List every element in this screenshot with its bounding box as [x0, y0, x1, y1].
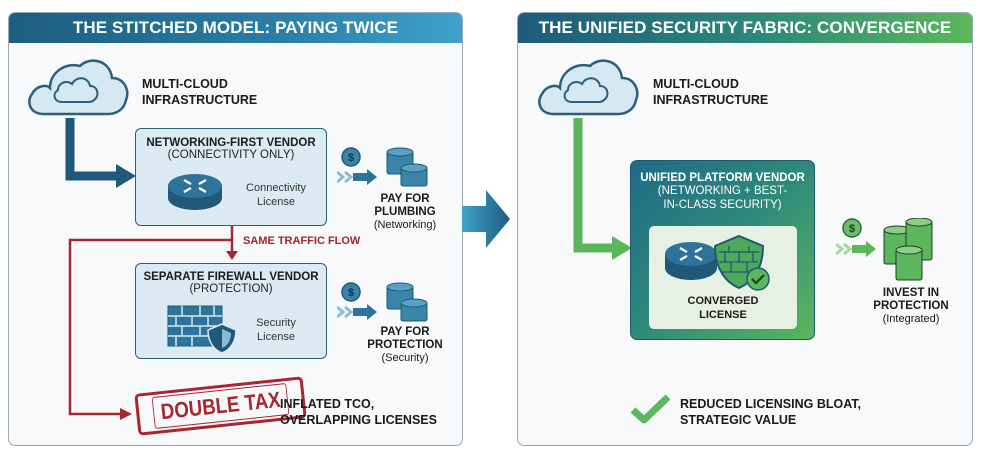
unified-outcome-label: REDUCED LICENSING BLOAT, STRATEGIC VALUE	[680, 396, 861, 428]
pay2-line1: PAY FOR	[380, 326, 430, 338]
cloud-label: MULTI-CLOUD INFRASTRUCTURE	[142, 76, 257, 108]
router-icon	[168, 174, 222, 210]
unified-vendor-subtitle-2: IN-CLASS SECURITY)	[663, 199, 782, 211]
investment-flow-graphic: $	[836, 218, 933, 281]
vendor1-title: NETWORKING-FIRST VENDOR	[146, 137, 316, 149]
cloud-label-line2: INFRASTRUCTURE	[653, 93, 769, 107]
outcome-line1: INFLATED TCO,	[280, 397, 375, 411]
firewall-vendor-box: SEPARATE FIREWALL VENDOR (PROTECTION) Se…	[135, 263, 327, 359]
coin-stack-icon	[386, 282, 428, 322]
unified-vendor-subtitle-1: (NETWORKING + BEST-	[657, 185, 788, 197]
vendor1-license-line1: Connectivity	[246, 182, 306, 194]
pay-for-protection-label: PAY FOR PROTECTION (Security)	[360, 326, 450, 365]
traffic-flow-connector	[68, 226, 238, 420]
outcome-line2: OVERLAPPING LICENSES	[280, 413, 437, 427]
pay2-line3: (Security)	[381, 352, 429, 364]
stitched-outcome-label: INFLATED TCO, OVERLAPPING LICENSES	[280, 396, 437, 428]
coin-stack-icon	[386, 147, 428, 187]
pay1-line1: PAY FOR	[380, 193, 430, 205]
unified-fabric-title: THE UNIFIED SECURITY FABRIC: CONVERGENCE	[518, 13, 972, 43]
payment-flow-graphic: $	[337, 282, 428, 322]
networking-vendor-box: NETWORKING-FIRST VENDOR (CONNECTIVITY ON…	[135, 128, 327, 226]
converged-line1: CONVERGED	[687, 295, 759, 307]
vendor2-subtitle: (PROTECTION)	[189, 283, 273, 295]
converged-license-box: CONVERGED LICENSE	[649, 226, 797, 329]
stitched-model-title: THE STITCHED MODEL: PAYING TWICE	[9, 13, 462, 43]
invest-line2: PROTECTION	[873, 300, 949, 312]
unified-vendor-box: UNIFIED PLATFORM VENDOR (NETWORKING + BE…	[630, 160, 815, 340]
dollar-icon: $	[849, 223, 855, 235]
checkmark-icon	[630, 394, 671, 424]
connector-arrow	[573, 118, 632, 260]
router-shield-icon	[665, 234, 770, 291]
pay2-line2: PROTECTION	[367, 339, 443, 351]
unified-vendor-title: UNIFIED PLATFORM VENDOR	[640, 172, 805, 184]
outcome-line2: STRATEGIC VALUE	[680, 413, 797, 427]
pay1-line2: PLUMBING	[374, 206, 436, 218]
dollar-icon: $	[348, 152, 354, 164]
transition-arrow-icon	[462, 190, 510, 248]
coin-stack-icon	[883, 218, 933, 281]
cloud-label-line1: MULTI-CLOUD	[142, 77, 228, 91]
vendor2-license-line2: License	[257, 331, 295, 343]
converged-line2: LICENSE	[699, 309, 747, 321]
cloud-icon	[28, 59, 129, 116]
converged-license-label: CONVERGED LICENSE	[649, 294, 797, 322]
vendor2-title: SEPARATE FIREWALL VENDOR	[143, 271, 319, 283]
invest-line1: INVEST IN	[882, 287, 940, 299]
firewall-shield-icon	[167, 305, 237, 354]
pay-for-plumbing-label: PAY FOR PLUMBING (Networking)	[360, 193, 450, 232]
invest-in-protection-label: INVEST IN PROTECTION (Integrated)	[866, 287, 956, 326]
same-traffic-flow-label: SAME TRAFFIC FLOW	[243, 235, 361, 247]
dollar-icon: $	[348, 287, 354, 299]
connector-arrow	[65, 118, 136, 188]
payment-flow-graphic: $	[337, 147, 428, 187]
cloud-icon	[538, 59, 639, 116]
cloud-label-line2: INFRASTRUCTURE	[142, 93, 258, 107]
outcome-line1: REDUCED LICENSING BLOAT,	[680, 397, 862, 411]
cloud-label-line1: MULTI-CLOUD	[653, 77, 739, 91]
vendor1-license-line2: License	[257, 196, 295, 208]
vendor2-license-line1: Security	[256, 317, 296, 329]
vendor1-subtitle: (CONNECTIVITY ONLY)	[167, 149, 295, 161]
invest-line3: (Integrated)	[882, 313, 940, 325]
cloud-label: MULTI-CLOUD INFRASTRUCTURE	[653, 76, 768, 108]
pay1-line3: (Networking)	[373, 219, 437, 231]
